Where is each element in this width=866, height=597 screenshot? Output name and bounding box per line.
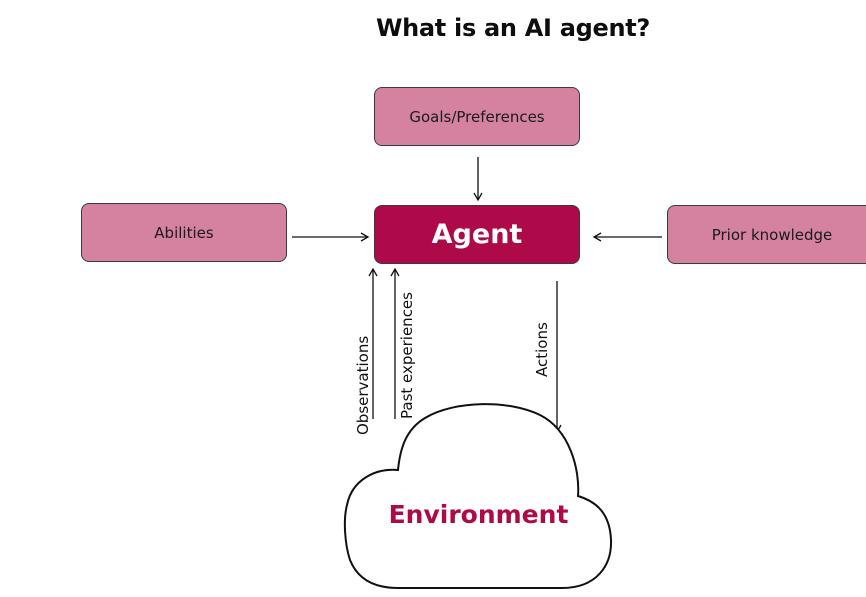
agent-node: Agent xyxy=(374,205,580,264)
diagram-title: What is an AI agent? xyxy=(375,14,651,42)
environment-label: Environment xyxy=(388,500,569,529)
goals-preferences-node: Goals/Preferences xyxy=(374,87,580,146)
observations-label: Observations xyxy=(354,335,372,435)
past-experiences-label: Past experiences xyxy=(398,292,416,419)
actions-label: Actions xyxy=(533,322,551,377)
environment-cloud xyxy=(343,403,613,589)
prior-knowledge-node: Prior knowledge xyxy=(667,205,866,264)
abilities-node: Abilities xyxy=(81,203,287,262)
